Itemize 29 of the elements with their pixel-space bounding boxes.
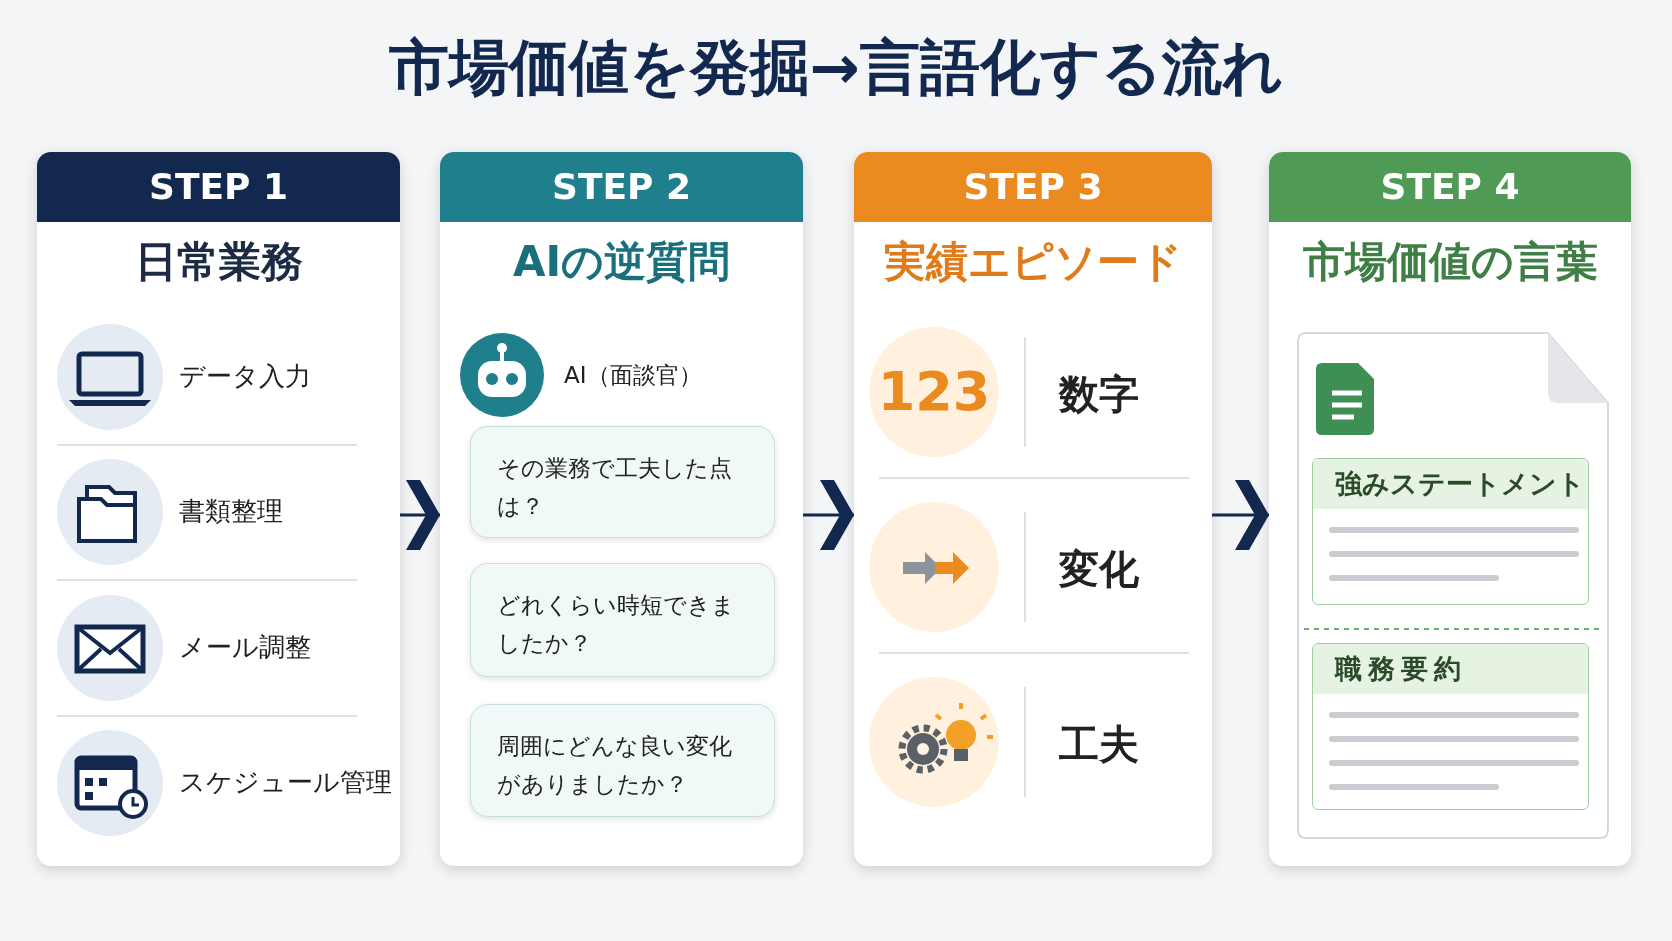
card-heading: 実績エピソード [883,236,1183,288]
step-card [37,152,400,866]
speaker-label: AI（面談官） [564,361,702,390]
step-card [1269,152,1631,866]
number-circle: 123 [869,327,999,457]
item-label: スケジュール管理 [179,766,392,799]
item-label: 工夫 [1059,720,1139,769]
item-label: 書類整理 [179,495,283,528]
step-header: STEP 4 [1269,152,1631,222]
section-card [1312,458,1589,605]
step-card [854,152,1212,866]
section-title: 強みステートメント [1313,459,1588,509]
item-label: データ入力 [179,360,311,393]
speech-bubble: その業務で工夫した点は？ [470,426,775,538]
step-header: STEP 2 [440,152,803,222]
section-card [1312,643,1589,810]
card-heading: 日常業務 [133,236,304,288]
card-heading: AIの逆質問 [511,236,732,288]
speech-bubble: どれくらい時短できましたか？ [470,563,775,677]
step-header: STEP 1 [37,152,400,222]
item-label: メール調整 [179,631,311,664]
title: 市場価値を発掘→言語化する流れ [387,31,1285,104]
item-label: 変化 [1059,545,1139,594]
step-header: STEP 3 [854,152,1212,222]
item-label: 数字 [1059,370,1139,419]
section-title: 職務要約 [1313,644,1588,694]
step-card [440,152,803,866]
card-heading: 市場価値の言葉 [1301,236,1599,288]
speech-bubble: 周囲にどんな良い変化がありましたか？ [470,704,775,817]
